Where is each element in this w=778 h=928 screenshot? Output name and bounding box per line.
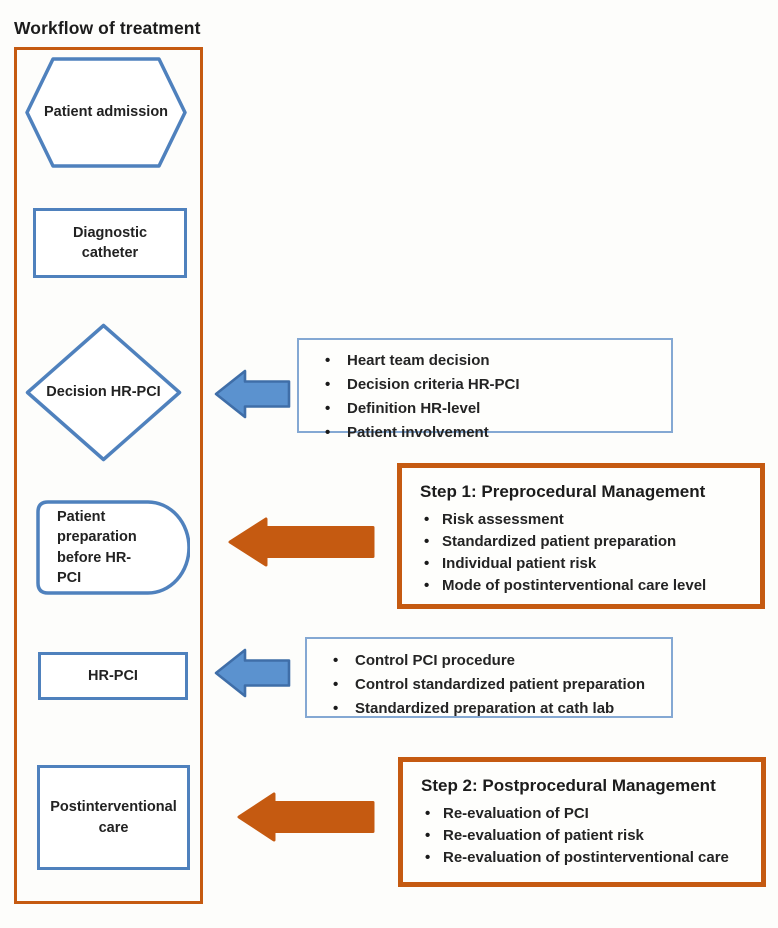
workflow-container: [14, 47, 203, 904]
arrow-to-decision: [214, 368, 292, 420]
step1-box: Step 1: Preprocedural Management Risk as…: [397, 463, 765, 609]
list-item: Decision criteria HR-PCI: [313, 373, 657, 397]
left-arrow-icon: [214, 369, 291, 419]
shape-diagnostic-catheter: Diagnostic catheter: [33, 208, 187, 278]
hexagon-icon: [25, 57, 187, 168]
list-item: Re-evaluation of PCI: [419, 803, 745, 825]
list-item: Re-evaluation of patient risk: [419, 825, 745, 847]
list-item: Control PCI procedure: [321, 649, 657, 673]
shape-label: HR-PCI: [88, 667, 138, 684]
diamond-icon: [25, 323, 182, 462]
step2-title: Step 2: Postprocedural Management: [421, 776, 716, 795]
list-item: Heart team decision: [313, 349, 657, 373]
list-item: Definition HR-level: [313, 397, 657, 421]
bullet-list: Control PCI procedure Control standardiz…: [321, 649, 657, 721]
left-arrow-icon: [214, 648, 291, 698]
page-title: Workflow of treatment: [14, 18, 201, 38]
shape-label: Diagnostic catheter: [72, 224, 148, 261]
list-item: Individual patient risk: [418, 553, 744, 575]
shape-hr-pci: HR-PCI: [38, 652, 188, 700]
left-arrow-icon: [228, 517, 375, 567]
delay-shape-icon: [36, 500, 190, 595]
bullet-list: Re-evaluation of PCI Re-evaluation of pa…: [419, 803, 745, 869]
shape-label: Postinterventional care: [50, 799, 177, 836]
step2-box: Step 2: Postprocedural Management Re-eva…: [398, 757, 766, 887]
step1-title: Step 1: Preprocedural Management: [420, 482, 706, 501]
list-item: Control standardized patient preparation: [321, 673, 657, 697]
info-box-decision: Heart team decision Decision criteria HR…: [297, 338, 673, 445]
list-item: Re-evaluation of postinterventional care: [419, 847, 745, 869]
bullet-list: Risk assessment Standardized patient pre…: [418, 509, 744, 597]
list-item: Standardized preparation at cath lab: [321, 697, 657, 721]
shape-postinterventional: Postinterventional care: [37, 765, 190, 870]
list-item: Patient involvement: [313, 421, 657, 445]
info-box-hr-pci: Control PCI procedure Control standardiz…: [305, 637, 673, 721]
bullet-list: Heart team decision Decision criteria HR…: [313, 349, 657, 445]
arrow-to-hr-pci: [214, 647, 292, 699]
shape-label: Patient preparation before HR-PCI: [57, 508, 137, 586]
shape-label: Decision HR-PCI: [46, 384, 161, 401]
arrow-to-preparation: [228, 517, 375, 567]
list-item: Mode of postinterventional care level: [418, 575, 744, 597]
list-item: Standardized patient preparation: [418, 531, 744, 553]
arrow-to-postcare: [237, 792, 375, 842]
shape-patient-admission: Patient admission: [25, 57, 187, 168]
list-item: Risk assessment: [418, 509, 744, 531]
shape-patient-preparation: Patient preparation before HR-PCI: [36, 500, 190, 595]
shape-decision-hr-pci: Decision HR-PCI: [25, 323, 182, 462]
left-arrow-icon: [237, 792, 375, 842]
shape-label: Patient admission: [43, 104, 169, 121]
